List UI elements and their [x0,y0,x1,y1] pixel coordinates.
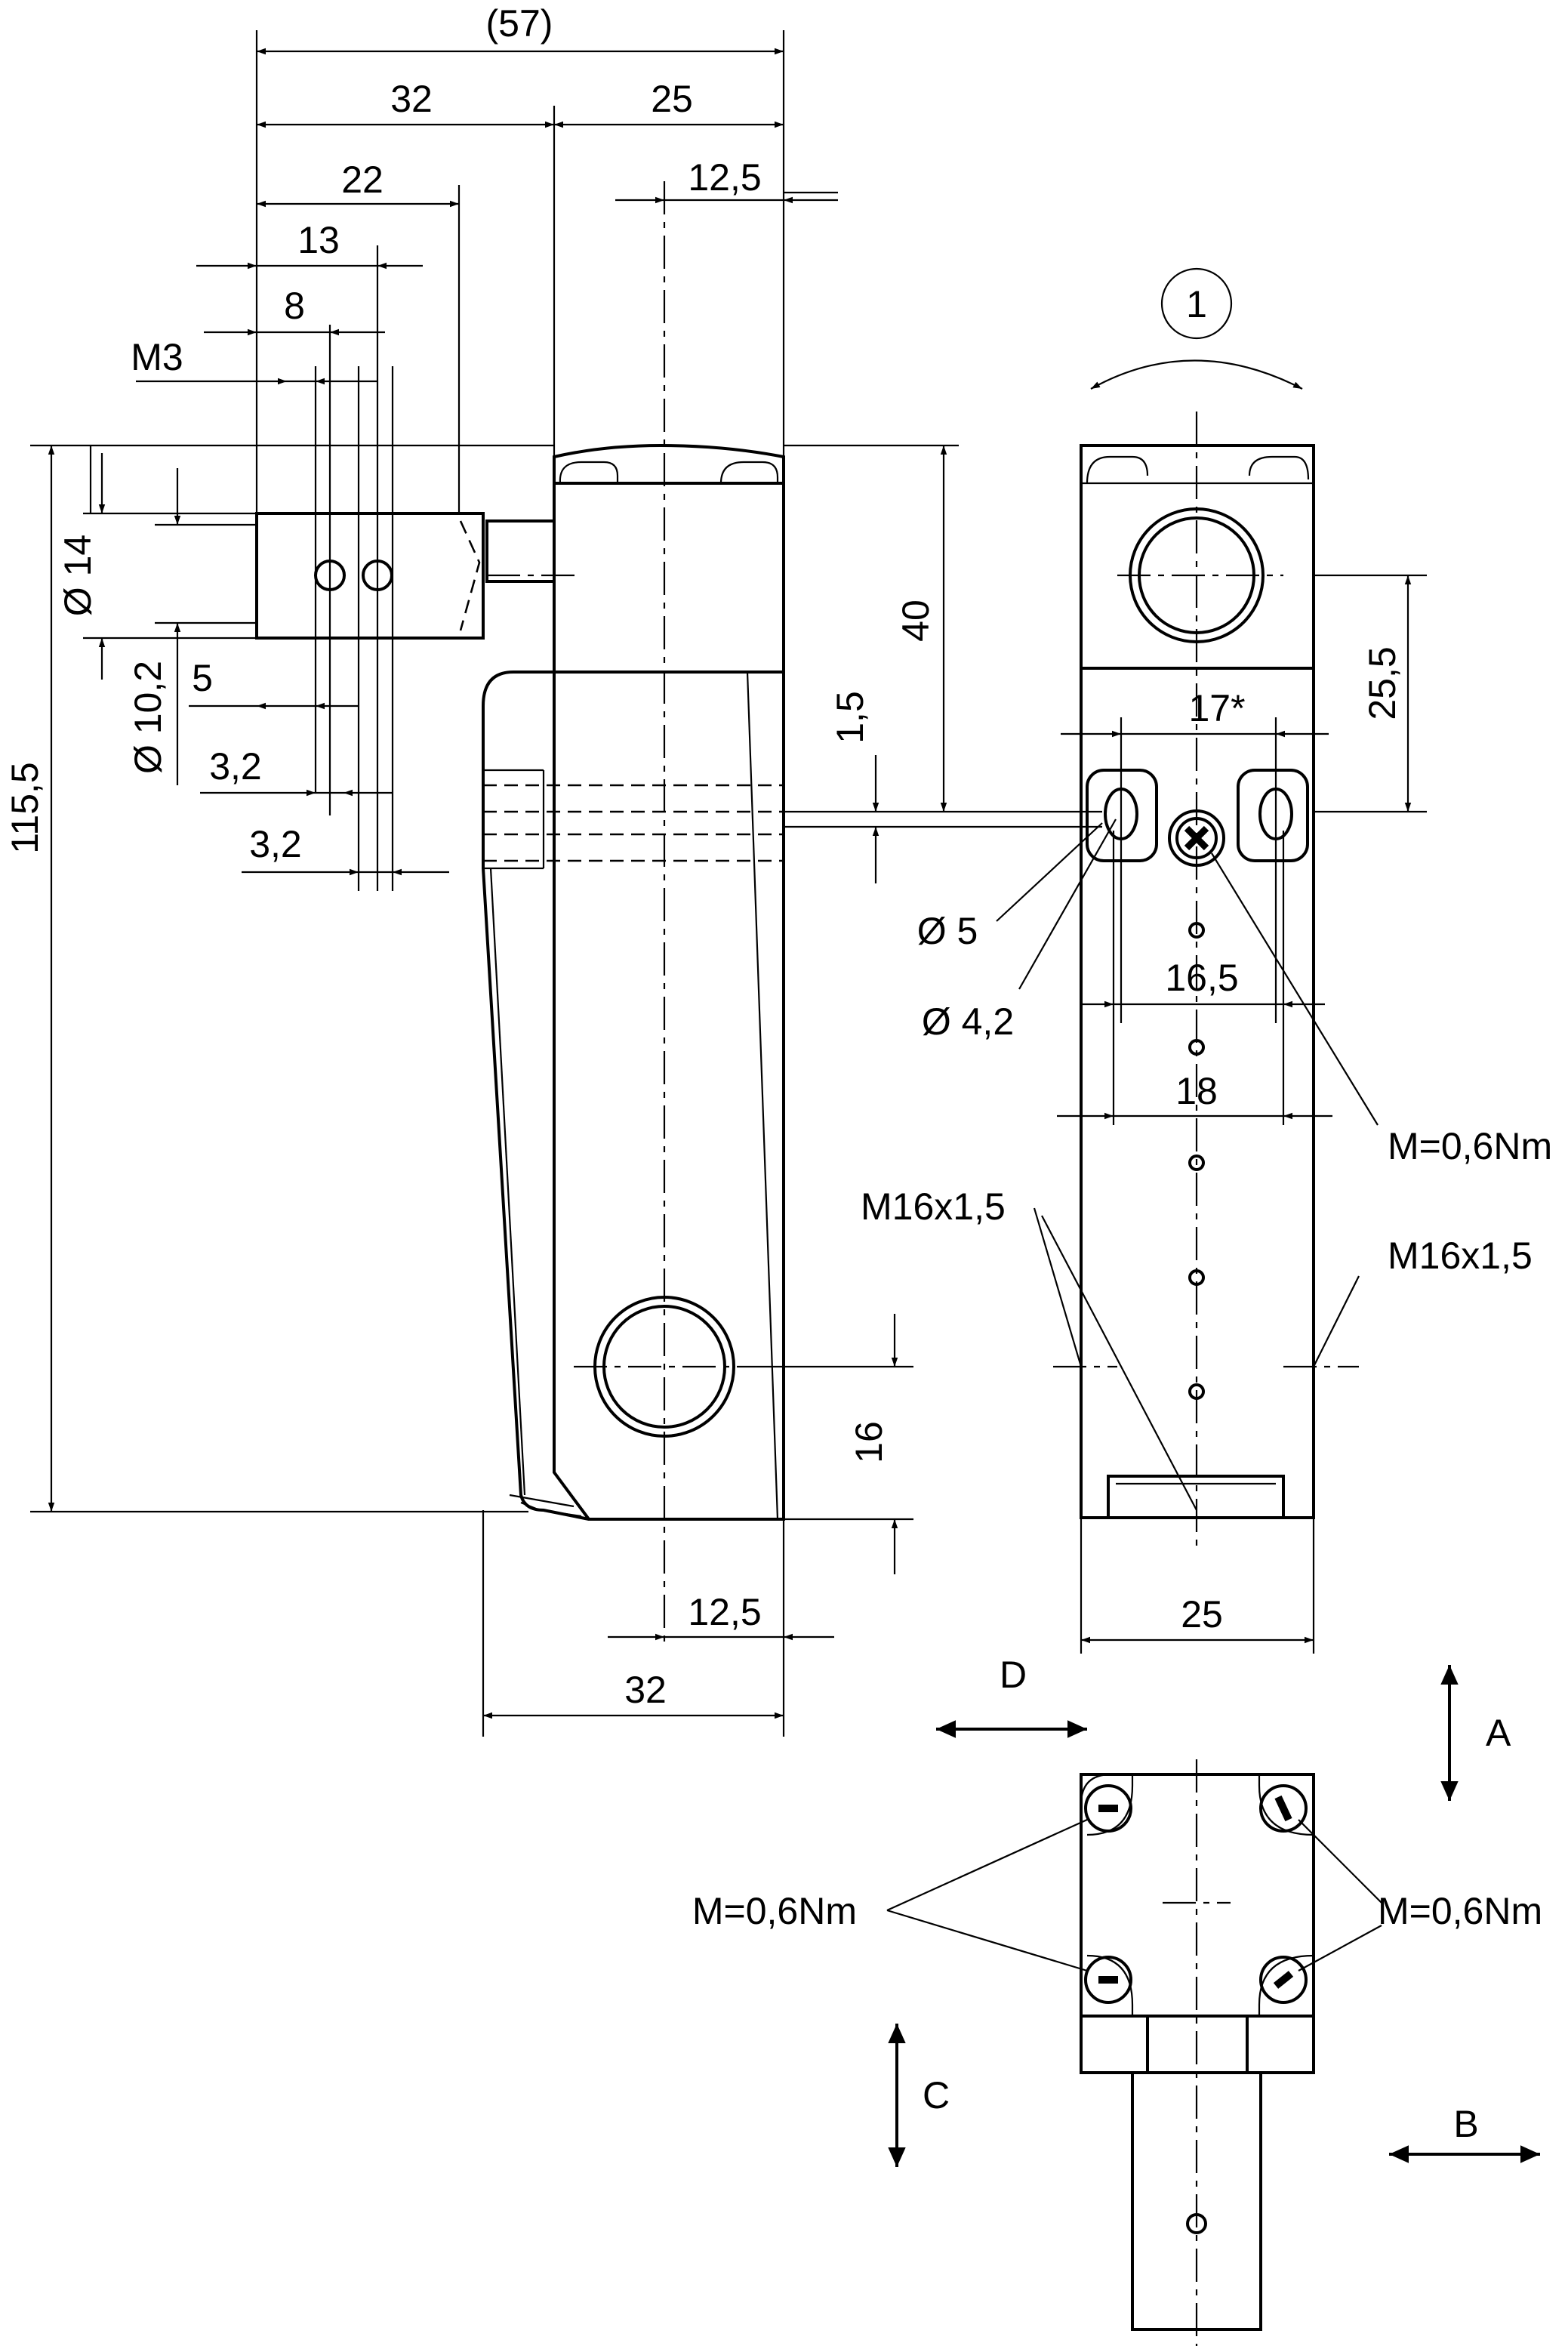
dim-16: 16 [848,1421,890,1463]
direction-arrows [888,1665,1540,2167]
dim-3-2b: 3,2 [249,823,302,865]
dim-8: 8 [284,285,305,327]
dim-18: 18 [1175,1070,1218,1112]
dim-57: (57) [486,2,553,45]
dim-17: 17* [1188,687,1245,729]
side-view [1053,267,1359,1548]
dim-3-2a: 3,2 [209,745,262,788]
thread-right: M16x1,5 [1388,1235,1533,1277]
dim-32-top: 32 [390,78,433,120]
direction-d: D [1000,1654,1027,1696]
direction-a: A [1486,1712,1511,1754]
dim-5: 5 [192,657,213,699]
labels: (57) 32 25 22 12,5 13 8 M3 Ø 14 Ø 10,2 5… [4,2,1552,2145]
label-m3: M3 [131,336,183,378]
dim-12-5-bottom: 12,5 [688,1591,761,1633]
dim-1-5: 1,5 [829,691,871,744]
side-view-dimensions [996,574,1427,1654]
dim-25-top: 25 [651,78,693,120]
torque-side-view: M=0,6Nm [1388,1125,1552,1167]
dim-dia5: Ø 5 [917,910,978,952]
front-view [255,181,785,1646]
dim-25-5: 25,5 [1361,646,1403,720]
dim-16-5: 16,5 [1165,957,1238,999]
direction-c: C [923,2074,950,2116]
dim-13: 13 [297,219,340,261]
direction-b: B [1453,2103,1478,2145]
torque-top-view-left: M=0,6Nm [692,1890,857,1932]
front-view-dimensions [30,30,1102,1737]
dim-40: 40 [895,600,937,642]
torque-top-view-right: M=0,6Nm [1378,1890,1542,1932]
rotation-marker: 1 [1186,283,1207,325]
dim-32-bottom: 32 [624,1669,667,1711]
dim-115-5: 115,5 [4,762,46,853]
top-view [886,1759,1382,2346]
dim-22: 22 [341,159,384,201]
dim-dia4-2: Ø 4,2 [922,1000,1014,1043]
thread-left: M16x1,5 [861,1185,1006,1228]
dim-dia10-2: Ø 10,2 [127,661,169,774]
dim-25-side: 25 [1181,1593,1223,1635]
dim-12-5-top: 12,5 [688,156,761,199]
dim-dia14: Ø 14 [57,535,99,616]
